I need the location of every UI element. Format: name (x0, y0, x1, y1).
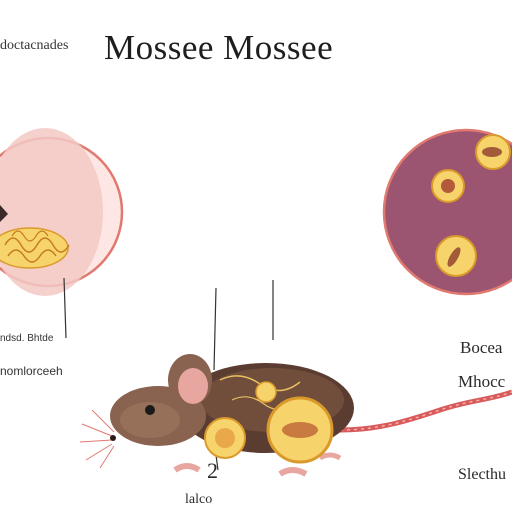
label-bottom: lalco (185, 492, 213, 507)
left-cell (0, 128, 124, 296)
label-right-3: Slecthu (458, 466, 506, 483)
label-left-2: nomlorceeh (0, 364, 63, 378)
label-left-1: ndsd. Bhtde (0, 333, 54, 344)
right-cell (382, 128, 512, 296)
label-right-2: Mhocc (458, 372, 506, 391)
mouse (79, 354, 512, 477)
label-right-1: Bocea (460, 338, 503, 357)
small-title: doctacnades (0, 38, 69, 53)
label-bottom-number: 2 (207, 458, 218, 483)
page-title: Mossee Mossee (104, 28, 334, 67)
